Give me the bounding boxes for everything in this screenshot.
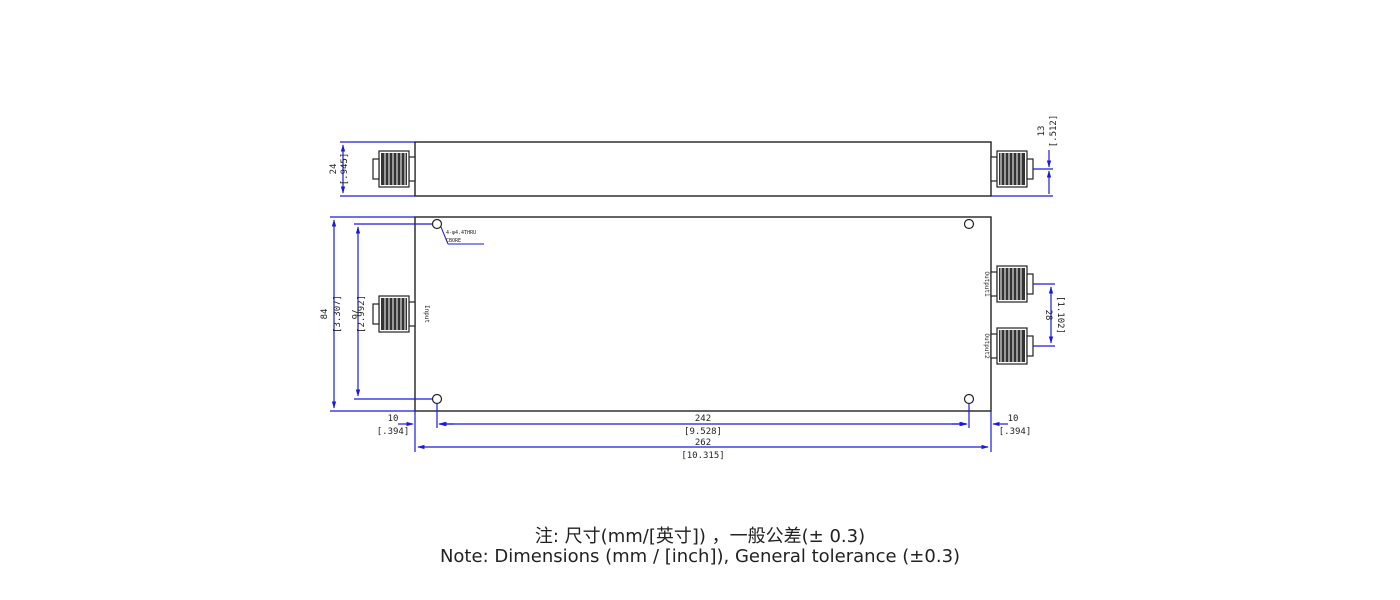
overall-length-mm: 262: [695, 438, 711, 448]
input-connector: [372, 295, 416, 333]
left-margin-in: [.394]: [377, 427, 410, 437]
horizontal-dimensions: [398, 404, 1008, 452]
side-offset-in: [.512]: [1049, 115, 1059, 148]
mount-hole: [431, 393, 443, 405]
hole-pitch-in: [9.528]: [684, 427, 722, 437]
overall-height-dimension: [330, 216, 415, 412]
side-height-in: [.945]: [340, 153, 350, 186]
side-view-left-connector: [372, 150, 416, 188]
top-view-body: [414, 216, 992, 412]
overall-length-in: [10.315]: [681, 451, 724, 461]
side-height-mm: 24: [329, 164, 339, 175]
note-english: Note: Dimensions (mm / [inch]), General …: [439, 546, 961, 567]
mount-hole: [963, 218, 975, 230]
mount-pitch-in: [2.992]: [357, 295, 367, 333]
port-spacing-dimension: [1033, 283, 1055, 347]
top-view: 4-φ4.4THRU CBORE Input Output1 Output2 2…: [320, 216, 1065, 461]
hole-callout-line2: CBORE: [446, 238, 461, 244]
mount-hole: [963, 393, 975, 405]
left-margin-mm: 10: [388, 414, 399, 424]
note-chinese: 注: 尺寸(mm/[英寸]) ，一般公差(± 0.3): [534, 526, 866, 547]
side-view-body: [414, 141, 992, 197]
output2-connector: [990, 327, 1034, 365]
right-margin-in: [.394]: [999, 427, 1032, 437]
side-offset-dimension: [991, 150, 1053, 197]
output1-label: Output1: [983, 271, 990, 297]
side-view: 24 [.945] 13 [.512]: [329, 115, 1059, 197]
overall-height-in: [3.307]: [333, 295, 343, 333]
hole-callout-line1: 4-φ4.4THRU: [446, 230, 476, 236]
mount-pitch-mm: 76: [349, 309, 359, 320]
mount-pitch-dimension: [354, 223, 432, 400]
port-spacing-mm: 28: [1043, 310, 1053, 321]
output2-label: Output2: [983, 333, 990, 359]
side-height-dimension: [340, 141, 415, 197]
overall-height-mm: 84: [320, 309, 330, 320]
hole-pitch-mm: 242: [695, 414, 711, 424]
hole-callout: [440, 226, 484, 245]
side-offset-mm: 13: [1037, 126, 1047, 137]
port-spacing-in: [1.102]: [1055, 296, 1065, 334]
input-label: Input: [423, 305, 430, 323]
output1-connector: [990, 265, 1034, 303]
mount-hole: [431, 218, 443, 230]
right-margin-mm: 10: [1008, 414, 1019, 424]
side-view-right-connector: [990, 150, 1034, 188]
